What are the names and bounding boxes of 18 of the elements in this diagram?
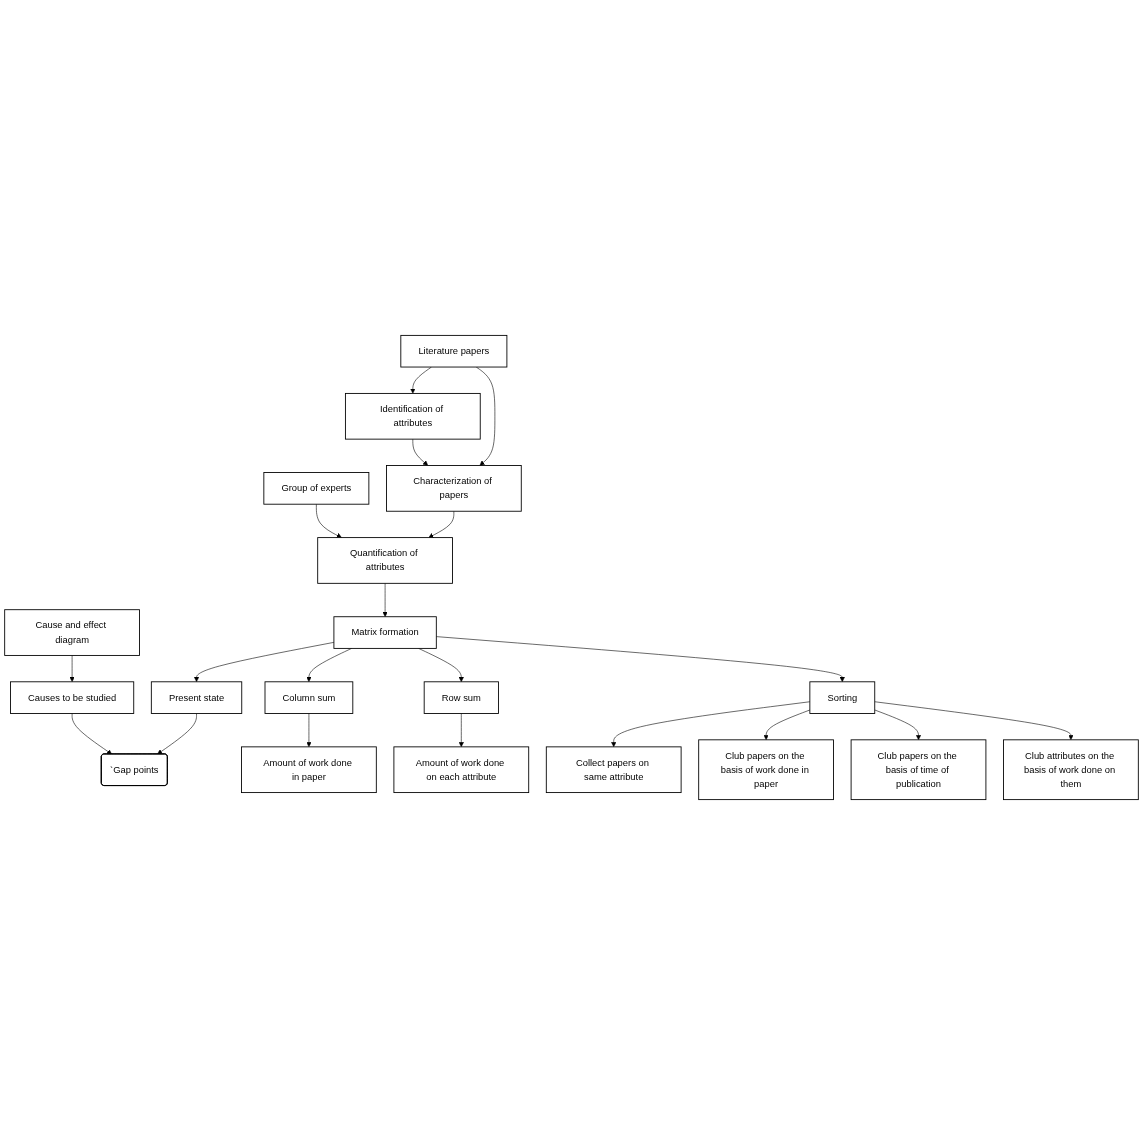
node-box: Sorting bbox=[809, 681, 876, 714]
node-box: Characterization of papers bbox=[386, 465, 522, 512]
node-box: Collect papers on same attribute bbox=[545, 746, 682, 794]
node-box: Present state bbox=[150, 681, 243, 714]
node-box: Amount of work done on each attribute bbox=[393, 746, 530, 794]
node-box: Cause and effect diagram bbox=[4, 609, 140, 656]
node-box: Causes to be studied bbox=[10, 681, 135, 714]
node-box: Amount of work done in paper bbox=[241, 746, 377, 794]
node-box: Literature papers bbox=[400, 334, 508, 368]
node-box: Club attributes on the basis of work done on them bbox=[1003, 739, 1139, 801]
node-box: Club papers on the basis of time of publication bbox=[850, 739, 987, 801]
node-box: Club papers on the basis of work done in paper bbox=[698, 739, 834, 801]
node-box: Identification of attributes bbox=[345, 392, 481, 440]
node-box: Column sum bbox=[264, 681, 354, 714]
node-box: Matrix formation bbox=[333, 616, 437, 649]
node-box: Row sum bbox=[423, 681, 499, 714]
node-box: Quantification of attributes bbox=[317, 537, 453, 584]
node-box: Group of experts bbox=[263, 472, 370, 505]
